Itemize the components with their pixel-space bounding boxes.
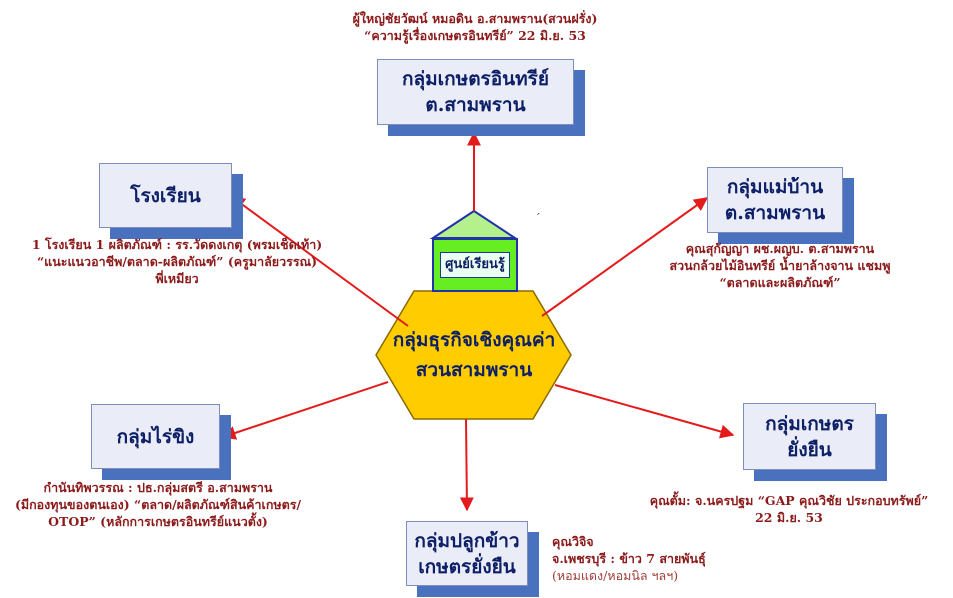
center-title: กลุ่มธุรกิจเชิงคุณค่า [392, 329, 556, 351]
node-school: โรงเรียน [99, 163, 232, 228]
node-organic: กลุ่มเกษตรอินทรีย์ ต.สามพราน [377, 59, 574, 125]
note-sustainable-line: 22 มิ.ย. 53 [755, 510, 823, 525]
node-sustainable-title: กลุ่มเกษตร [765, 412, 854, 435]
note-rice-line: คุณวิจิจ [552, 534, 594, 549]
node-housewife-title: กลุ่มแม่บ้าน [726, 176, 824, 198]
center-subtitle: สวนสามพราน [415, 359, 533, 381]
node-sustainable: กลุ่มเกษตร ยั่งยืน [743, 403, 876, 470]
note-school-line: พี่เหมียว [155, 271, 199, 286]
note-sustainable: คุณตั้ม: จ.นครปฐม “GAP คุณวิชัย ประกอบทร… [628, 492, 950, 526]
node-rice-title: กลุ่มปลูกข้าว [414, 529, 520, 552]
center-hexagon [375, 290, 572, 420]
note-rice-line: จ.เพชรบุรี : ข้าว 7 สายพันธุ์ [552, 551, 706, 566]
node-organic-title: กลุ่มเกษตรอินทรีย์ [402, 68, 549, 90]
note-ginger: กำนันทิพวรรณ : ปธ.กลุ่มสตรี อ.สามพราน (ม… [8, 479, 308, 530]
arrow-to-school [230, 196, 409, 327]
note-ginger-line: OTOP” (หลักการเกษตรอินทรีย์แนวตั้ง) [48, 514, 268, 529]
note-ginger-line: กำนันทิพวรรณ : ปธ.กลุ่มสตรี อ.สามพราน [43, 480, 273, 495]
hut-roof [429, 209, 519, 239]
arrow-to-rice [459, 418, 474, 512]
node-ginger: กลุ่มไร่ขิง [91, 404, 220, 469]
note-school-line: “แนะแนวอาชีพ/ตลาด-ผลิตภัณฑ์” (ครูมาลัยวร… [36, 254, 318, 269]
note-housewife-line: สวนกล้วยไม้อินทรีย์ น้ำยาล้างจาน แชมพู [669, 258, 891, 273]
note-organic: ผู้ใหญ่ชัยวัฒน์ หมอดิน อ.สามพราน(สวนฝรั่… [305, 10, 645, 44]
learning-center-label: ศูนย์เรียนรู้ [440, 252, 510, 278]
learning-center-tag: ศูนย์เรียนรู้ [432, 238, 518, 292]
node-housewife-subtitle: ต.สามพราน [724, 202, 826, 224]
note-housewife-line: “ตลาดและผลิตภัณฑ์” [719, 275, 841, 290]
node-sustainable-subtitle: ยั่งยืน [787, 438, 832, 461]
note-rice-line: (หอมแดง/หอมนิล ฯลฯ) [552, 568, 679, 583]
arrow-to-housewife [541, 197, 709, 317]
note-housewife-line: คุณสุกัญญา ผช.ผญบ. ต.สามพราน [685, 241, 875, 256]
node-organic-subtitle: ต.สามพราน [425, 94, 526, 116]
tick-mark: ´ [535, 212, 541, 225]
node-ginger-title: กลุ่มไร่ขิง [116, 425, 195, 448]
note-organic-line: “ความรู้เรื่องเกษตรอินทรีย์” 22 มิ.ย. 53 [364, 28, 586, 43]
note-sustainable-line: คุณตั้ม: จ.นครปฐม “GAP คุณวิชัย ประกอบทร… [649, 493, 929, 508]
note-school: 1 โรงเรียน 1 ผลิตภัณฑ์ : รร.วัดดงเกตุ (พ… [12, 236, 342, 287]
center-hexagon-label: กลุ่มธุรกิจเชิงคุณค่า สวนสามพราน [384, 325, 564, 385]
note-housewife: คุณสุกัญญา ผช.ผญบ. ต.สามพราน สวนกล้วยไม้… [645, 240, 915, 291]
arrow-to-sustainable [554, 384, 735, 439]
node-school-title: โรงเรียน [130, 184, 201, 207]
note-organic-line: ผู้ใหญ่ชัยวัฒน์ หมอดิน อ.สามพราน(สวนฝรั่… [352, 11, 598, 26]
node-housewife: กลุ่มแม่บ้าน ต.สามพราน [707, 167, 843, 233]
arrow-to-ginger [221, 381, 389, 440]
note-ginger-line: (มีกองทุนของตนเอง) “ตลาด/ผลิตภัณฑ์สินค้า… [14, 497, 302, 512]
note-rice: คุณวิจิจ จ.เพชรบุรี : ข้าว 7 สายพันธุ์ (… [552, 533, 742, 584]
note-school-line: 1 โรงเรียน 1 ผลิตภัณฑ์ : รร.วัดดงเกตุ (พ… [31, 237, 323, 252]
node-rice-subtitle: เกษตรยั่งยืน [418, 555, 516, 578]
node-rice: กลุ่มปลูกข้าว เกษตรยั่งยืน [406, 521, 528, 586]
